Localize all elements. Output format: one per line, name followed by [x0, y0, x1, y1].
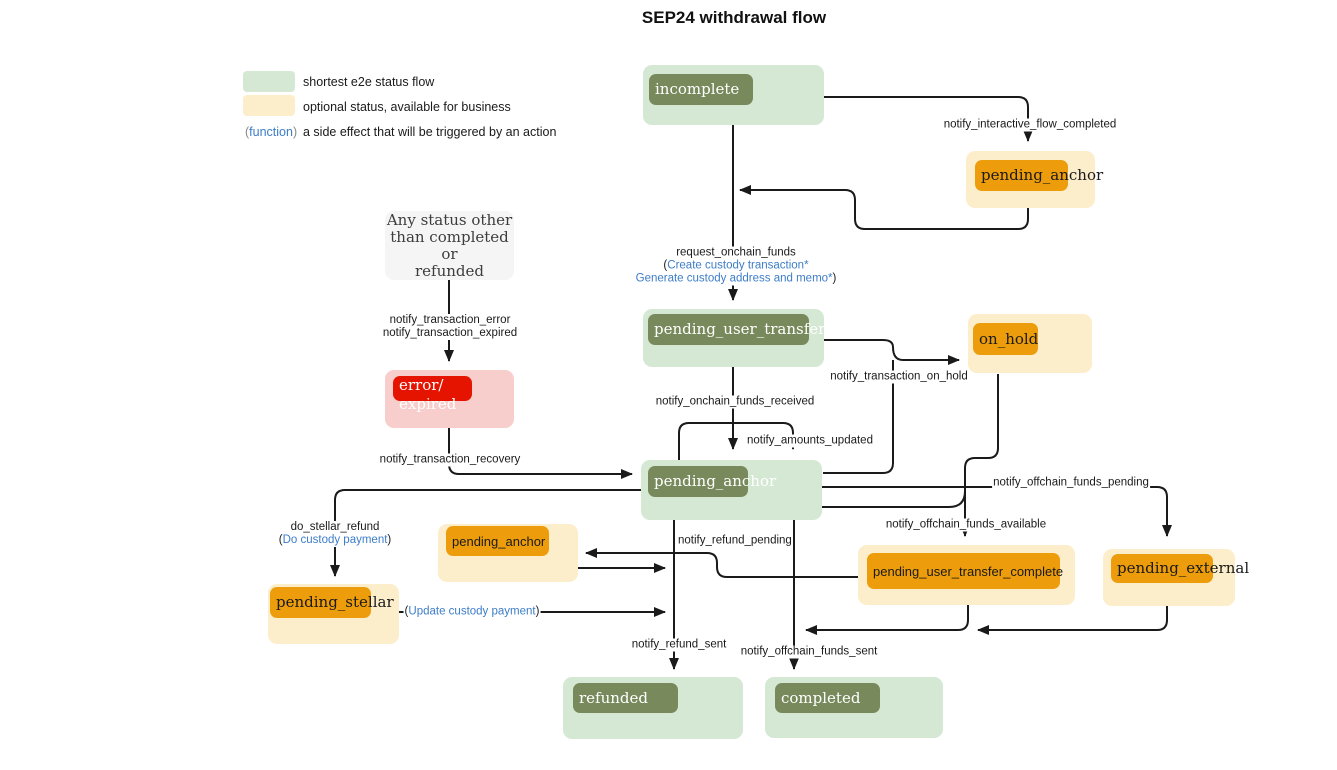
node-refunded-badge: refunded: [573, 683, 678, 713]
edge-error-to-pending-anchor-main: [448, 428, 633, 479]
node-completed-badge: completed: [775, 683, 880, 713]
node-pending-user-transfer-start: pending_user_transfer_start: [643, 309, 869, 367]
edge-pending-anchor-main-self-loop: [678, 422, 798, 460]
node-on-hold-badge: on_hold: [973, 323, 1038, 355]
edge-label-notify_interactive_flow_completed: notify_interactive_flow_completed: [942, 118, 1118, 132]
legend-label-function: a side effect that will be triggered by …: [303, 125, 557, 139]
node-pending-anchor-main-label: pending_anchor: [654, 472, 777, 490]
node-pending-anchor-main: pending_anchor: [641, 460, 822, 520]
node-pending-stellar-badge: pending_stellar: [270, 587, 394, 618]
edge-label-notify_transaction_on_hold: notify_transaction_on_hold: [829, 370, 969, 384]
node-on-hold: on_hold: [968, 314, 1092, 373]
edge-label-notify_offchain_funds_pending: notify_offchain_funds_pending: [992, 476, 1150, 490]
edge-on-hold-to-pending-anchor-main: [823, 360, 894, 474]
edge-label-request_onchain_funds: request_onchain_funds(Create custody tra…: [634, 246, 838, 286]
node-pending-external-label: pending_external: [1117, 559, 1250, 577]
node-pending-stellar: pending_stellar: [268, 584, 399, 644]
node-completed: completed: [765, 677, 943, 738]
edge-pending-anchor-top-return: [739, 185, 1029, 230]
edge-pending-external-to-completed: [977, 606, 1168, 635]
node-refunded: refunded: [563, 677, 743, 739]
edge-on-hold-to-putc: [960, 374, 999, 537]
node-pending-user-transfer-complete-label: pending_user_transfer_complete: [873, 563, 1064, 579]
edge-label-notify_onchain_funds_received: notify_onchain_funds_received: [654, 395, 816, 409]
edge-label-notify_refund_pending: notify_refund_pending: [677, 534, 793, 548]
edge-label-notify_amounts_updated: notify_amounts_updated: [746, 434, 874, 448]
node-pending-anchor-refund-badge: pending_anchor: [446, 526, 549, 556]
edge-putc-to-pending-anchor-refund: [585, 548, 858, 578]
node-pending-user-transfer-complete-badge: pending_user_transfer_complete: [867, 553, 1064, 589]
edge-incomplete-to-pending-anchor-top: [824, 96, 1033, 142]
node-pending-anchor-refund-label: pending_anchor: [452, 533, 546, 549]
edge-pending-anchor-main-to-pending-external: [822, 486, 1172, 537]
node-pending-anchor-top-label: pending_anchor: [981, 166, 1104, 184]
node-pending-anchor-refund: pending_anchor: [438, 524, 578, 582]
edge-label-update_custody_payment: (Update custody payment): [403, 605, 541, 619]
edge-label-notify_offchain_funds_sent: notify_offchain_funds_sent: [739, 645, 879, 659]
node-pending-stellar-label: pending_stellar: [276, 593, 394, 611]
node-refunded-label: refunded: [579, 688, 649, 707]
edge-label-notify_offchain_funds_available: notify_offchain_funds_available: [884, 518, 1048, 532]
node-on-hold-label: on_hold: [979, 329, 1039, 348]
node-pending-anchor-top-badge: pending_anchor: [975, 160, 1103, 191]
edge-label-notify_transaction_recovery: notify_transaction_recovery: [378, 453, 522, 467]
node-pending-user-transfer-start-badge: pending_user_transfer_start: [648, 314, 869, 345]
node-incomplete: incomplete: [643, 65, 824, 125]
edge-puts-to-on-hold: [824, 339, 960, 365]
node-completed-label: completed: [781, 688, 861, 707]
edge-putc-to-completed: [805, 605, 969, 635]
node-pending-anchor-top: pending_anchor: [966, 151, 1103, 208]
node-any-status: Any status other than completed or refun…: [385, 211, 514, 280]
node-error-expired: error/ expired: [385, 370, 514, 428]
node-error-expired-label: error/ expired: [399, 376, 457, 413]
legend-label-shortest-flow: shortest e2e status flow: [303, 75, 435, 89]
node-any-status-label: Any status other than completed or refun…: [386, 210, 513, 280]
node-pending-user-transfer-start-label: pending_user_transfer_start: [654, 320, 869, 338]
node-pending-external-badge: pending_external: [1111, 554, 1249, 583]
legend-label-optional-status: optional status, available for business: [303, 100, 511, 114]
legend-function-sample: (function): [245, 125, 298, 139]
edge-label-do_stellar_refund: do_stellar_refund(Do custody payment): [277, 521, 393, 547]
edge-pending-anchor-main-to-pending-stellar: [330, 489, 641, 577]
node-pending-external: pending_external: [1103, 549, 1249, 606]
node-incomplete-badge: incomplete: [649, 74, 753, 105]
edge-pending-anchor-main-to-putc: [822, 490, 966, 508]
diagram-title: SEP24 withdrawal flow: [641, 8, 827, 27]
node-pending-user-transfer-complete: pending_user_transfer_complete: [858, 545, 1075, 605]
node-pending-anchor-main-badge: pending_anchor: [648, 466, 776, 497]
node-error-expired-badge: error/ expired: [393, 376, 472, 413]
legend-swatch-optional-status: [243, 95, 295, 116]
legend-swatch-shortest-flow: [243, 71, 295, 92]
node-incomplete-label: incomplete: [655, 80, 740, 98]
edge-label-notify_refund_sent: notify_refund_sent: [630, 638, 728, 652]
